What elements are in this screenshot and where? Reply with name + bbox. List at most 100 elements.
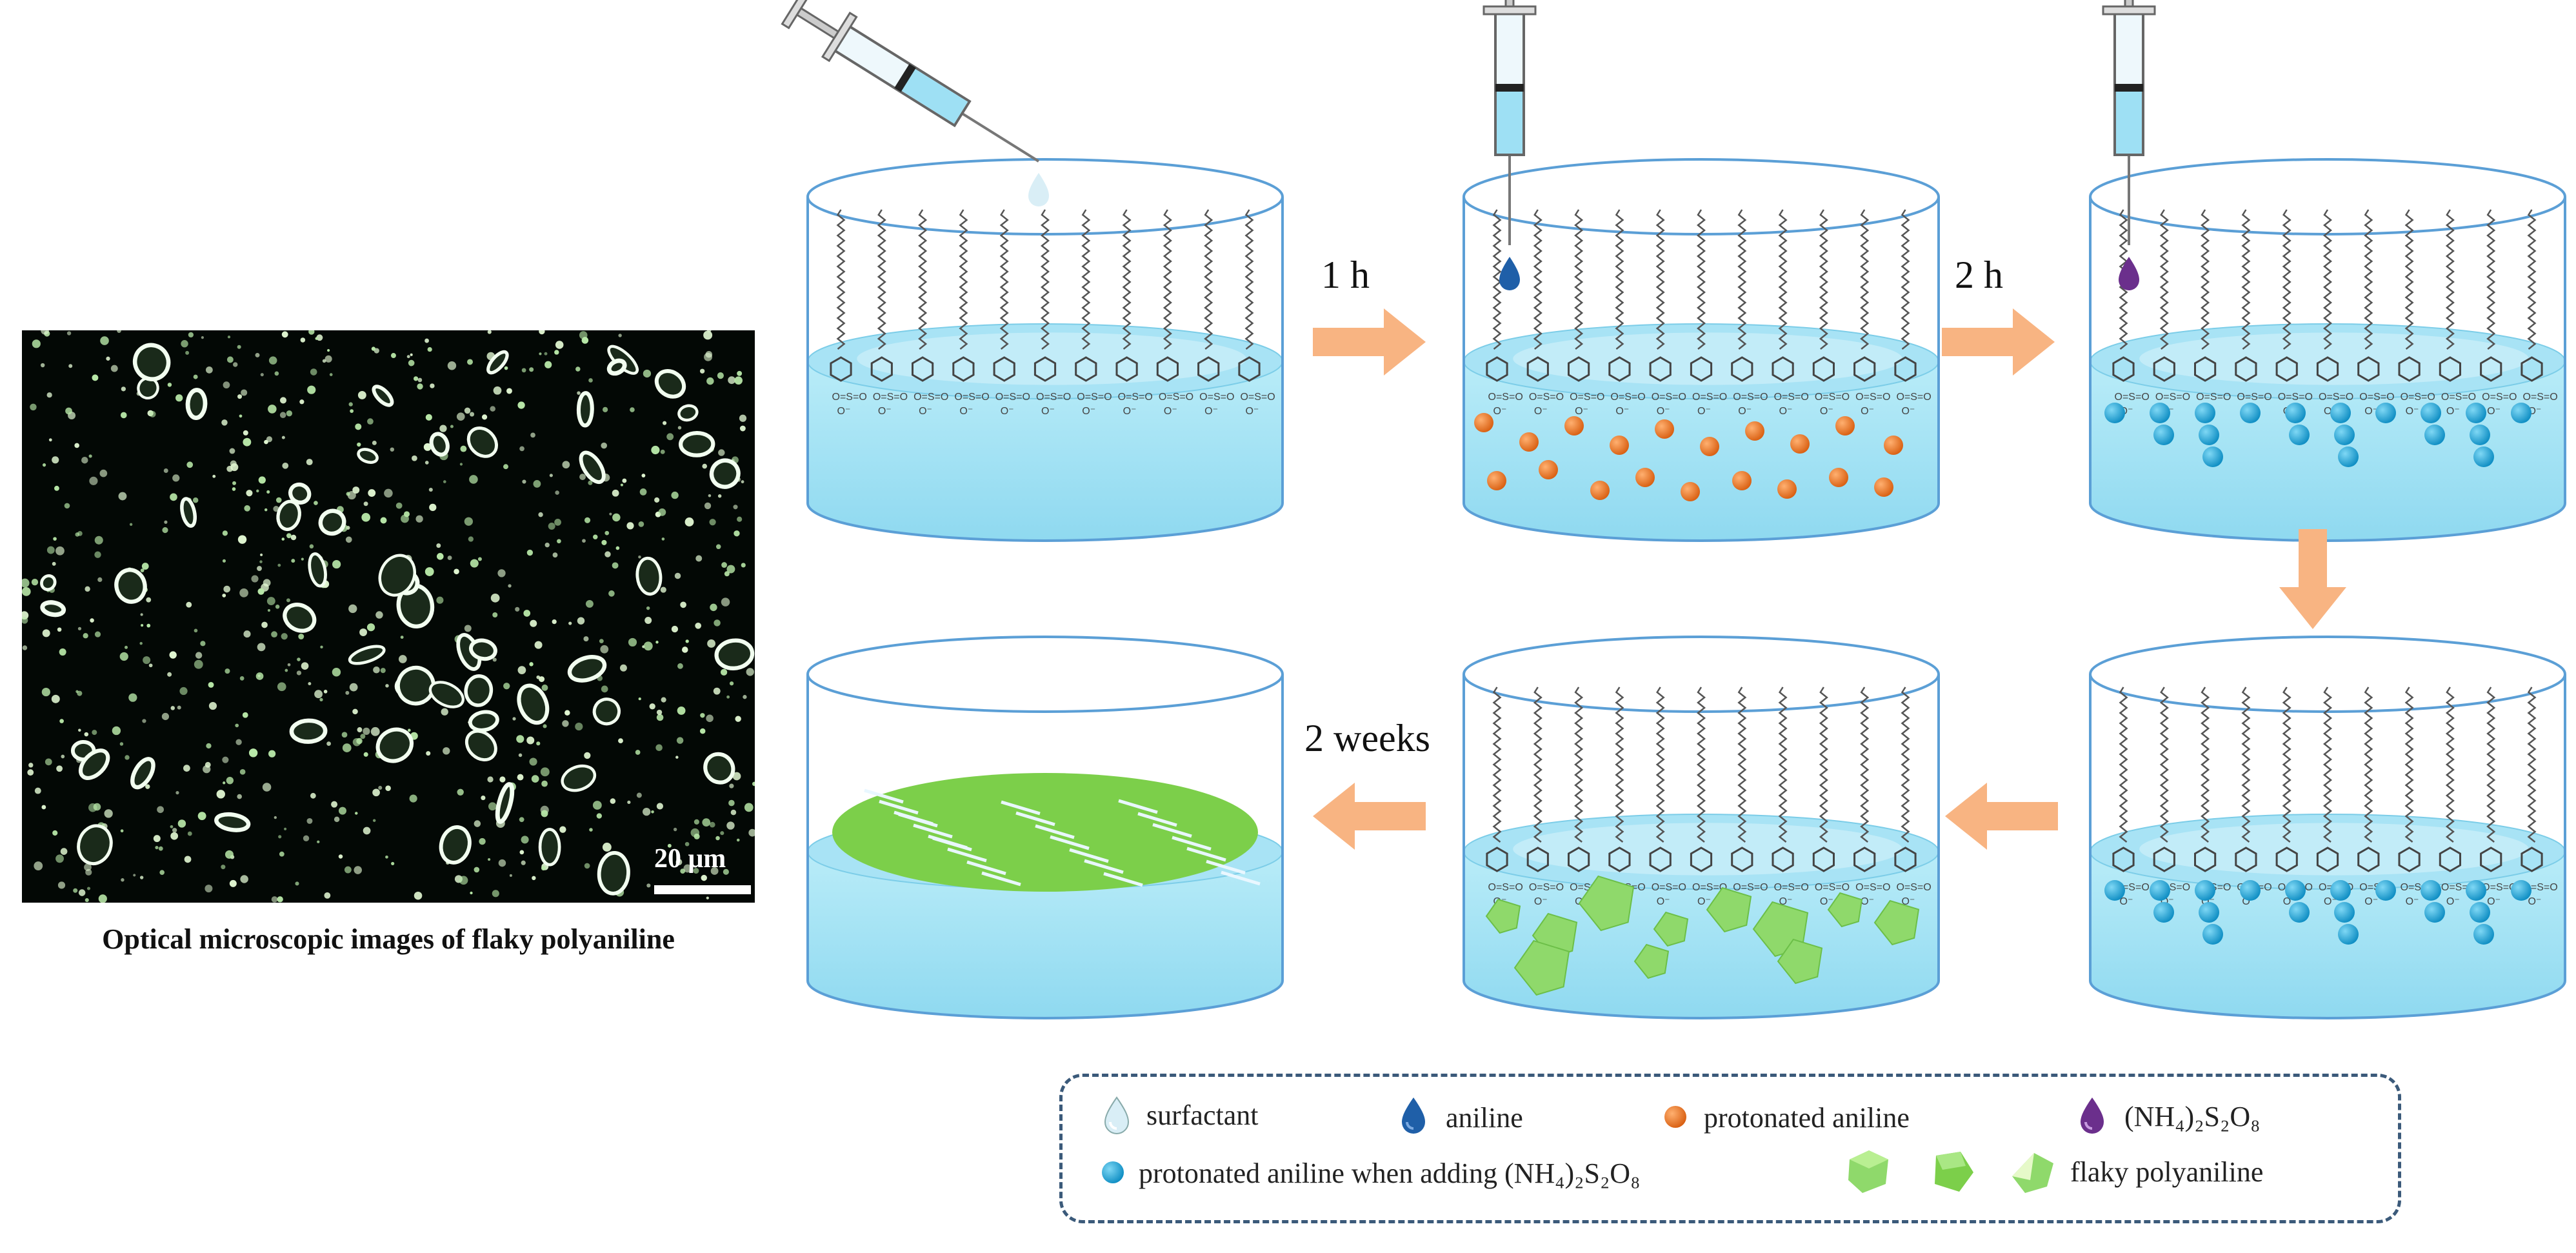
- blue-particle: [2150, 880, 2170, 901]
- svg-text:O=S=O: O=S=O: [2237, 392, 2271, 403]
- protonated-aniline-particle: [1539, 460, 1558, 479]
- blue-particle: [2338, 446, 2359, 467]
- arrow-step-5: [1313, 783, 1426, 850]
- flake-particle: [1827, 892, 1863, 928]
- beaker-5-flakes: O=S=OO⁻O=S=OO⁻O=S=OO⁻O=S=OO⁻O=S=OO⁻O=S=O…: [1463, 636, 1940, 1019]
- svg-text:O=S=O: O=S=O: [2441, 392, 2476, 403]
- beaker-2-aniline: O=S=O O⁻ O=S=O O⁻ O=S=O O⁻ O=S=O O⁻ O=S=O O⁻ O=S=O…: [1463, 158, 1940, 542]
- optical-micrograph: [22, 330, 755, 903]
- protonated-aniline-particle: [1829, 468, 1848, 487]
- svg-text:O⁻: O⁻: [2487, 896, 2501, 907]
- svg-text:O=S=O: O=S=O: [1774, 882, 1809, 893]
- blue-particle: [2285, 403, 2306, 423]
- svg-text:O=S=O: O=S=O: [1529, 882, 1564, 893]
- flake-particle: [1485, 898, 1521, 934]
- blue-particle-icon: [1102, 1161, 1124, 1183]
- blue-particle: [2153, 902, 2174, 923]
- blue-particle: [2511, 880, 2531, 901]
- svg-text:O=S=O: O=S=O: [2522, 882, 2557, 893]
- blue-particle: [2104, 880, 2125, 901]
- step-2-time-label: 2 h: [1955, 254, 2003, 296]
- blue-particle: [2289, 902, 2310, 923]
- svg-text:O=S=O: O=S=O: [1896, 882, 1931, 893]
- protonated-aniline-particle: [1610, 436, 1629, 455]
- blue-particle: [2330, 403, 2351, 423]
- svg-text:O⁻: O⁻: [2446, 896, 2460, 907]
- svg-text:O⁻: O⁻: [1779, 406, 1793, 417]
- blue-particle: [2195, 403, 2215, 423]
- protonated-aniline-particle: [1835, 416, 1855, 436]
- svg-text:O⁻: O⁻: [1697, 896, 1711, 907]
- blue-particle: [2473, 924, 2494, 945]
- svg-text:O=S=O: O=S=O: [1570, 392, 1604, 403]
- protonated-aniline-particle: [1777, 479, 1797, 499]
- svg-text:O⁻: O⁻: [1204, 406, 1218, 417]
- blue-particle: [2511, 403, 2531, 423]
- svg-text:O⁻: O⁻: [1738, 406, 1752, 417]
- blue-particle: [2424, 902, 2445, 923]
- svg-text:O=S=O: O=S=O: [1733, 882, 1768, 893]
- flake-particle: [1706, 887, 1752, 933]
- svg-text:O⁻: O⁻: [1534, 896, 1548, 907]
- blue-particle: [2334, 902, 2355, 923]
- beaker-4-polymerizing: O=S=OO⁻O=S=OO⁻O=S=OO⁻O=S=OO⁻O=S=OO⁻O=S=O…: [2089, 636, 2566, 1019]
- svg-text:O⁻: O⁻: [959, 406, 973, 417]
- svg-text:O⁻: O⁻: [1245, 406, 1259, 417]
- svg-text:O=S=O: O=S=O: [2359, 392, 2394, 403]
- protonated-aniline-particle: [1745, 421, 1764, 441]
- blue-particle: [2202, 924, 2223, 945]
- svg-text:O=S=O: O=S=O: [1855, 392, 1890, 403]
- svg-text:O⁻: O⁻: [1820, 896, 1833, 907]
- beaker-3-oxidant: O=S=OO⁻O=S=OO⁻O=S=OO⁻O=S=OO⁻O=S=OO⁻O=S=O…: [2089, 158, 2566, 542]
- blue-particle: [2334, 425, 2355, 445]
- svg-text:O⁻: O⁻: [1164, 406, 1177, 417]
- svg-text:O⁻: O⁻: [1861, 406, 1874, 417]
- flake-particle: [1777, 938, 1823, 985]
- flake-particle: [1513, 939, 1570, 996]
- protonated-aniline-particle: [1884, 436, 1903, 455]
- legend-flaky-polyaniline: flaky polyaniline: [2070, 1156, 2264, 1188]
- svg-text:O=S=O: O=S=O: [832, 392, 867, 403]
- flake-particle: [1578, 875, 1635, 932]
- svg-text:O⁻: O⁻: [2487, 406, 2501, 417]
- flake-particle: [1633, 943, 1670, 979]
- step-1-time-label: 1 h: [1321, 254, 1370, 296]
- svg-text:O=S=O: O=S=O: [1652, 882, 1686, 893]
- polyaniline-film: [832, 773, 1261, 892]
- svg-text:O⁻: O⁻: [2446, 406, 2460, 417]
- svg-text:O⁻: O⁻: [1615, 406, 1629, 417]
- svg-text:O=S=O: O=S=O: [1733, 392, 1768, 403]
- blue-particle: [2153, 425, 2174, 445]
- svg-text:O⁻: O⁻: [2364, 406, 2378, 417]
- protonated-aniline-particle: [1474, 413, 1493, 432]
- protonated-aniline-particle: [1700, 437, 1719, 456]
- blue-particle: [2375, 880, 2396, 901]
- svg-text:O=S=O: O=S=O: [1692, 392, 1727, 403]
- svg-text:O=S=O: O=S=O: [1692, 882, 1727, 893]
- protonated-aniline-particle: [1874, 477, 1893, 497]
- aniline-drop-icon: [1402, 1098, 1425, 1134]
- svg-text:O⁻: O⁻: [2406, 896, 2419, 907]
- svg-text:O=S=O: O=S=O: [995, 392, 1030, 403]
- protonated-aniline-particle: [1732, 471, 1752, 490]
- svg-text:O⁻: O⁻: [1901, 896, 1915, 907]
- svg-text:O⁻: O⁻: [2406, 406, 2419, 417]
- flake-icon-1: [1848, 1150, 1888, 1193]
- legend-aniline: aniline: [1446, 1102, 1523, 1134]
- svg-text:O⁻: O⁻: [1657, 406, 1670, 417]
- legend-protonated-aniline-oxidant: protonated aniline when adding (NH₄)₂S₂O…: [1139, 1158, 1641, 1189]
- blue-particle: [2202, 446, 2223, 467]
- protonated-aniline-particle: [1590, 481, 1610, 500]
- svg-text:O=S=O: O=S=O: [1159, 392, 1193, 403]
- arrow-step-1: [1313, 308, 1426, 376]
- svg-text:O=S=O: O=S=O: [914, 392, 948, 403]
- blue-particle: [2338, 924, 2359, 945]
- svg-text:O=S=O: O=S=O: [1896, 392, 1931, 403]
- blue-particle: [2285, 880, 2306, 901]
- svg-text:O⁻: O⁻: [1001, 406, 1014, 417]
- svg-text:O=S=O: O=S=O: [1815, 392, 1850, 403]
- svg-text:O⁻: O⁻: [2528, 896, 2541, 907]
- svg-text:O⁻: O⁻: [1123, 406, 1137, 417]
- svg-text:O=S=O: O=S=O: [2319, 392, 2353, 403]
- svg-text:O=S=O: O=S=O: [1610, 392, 1645, 403]
